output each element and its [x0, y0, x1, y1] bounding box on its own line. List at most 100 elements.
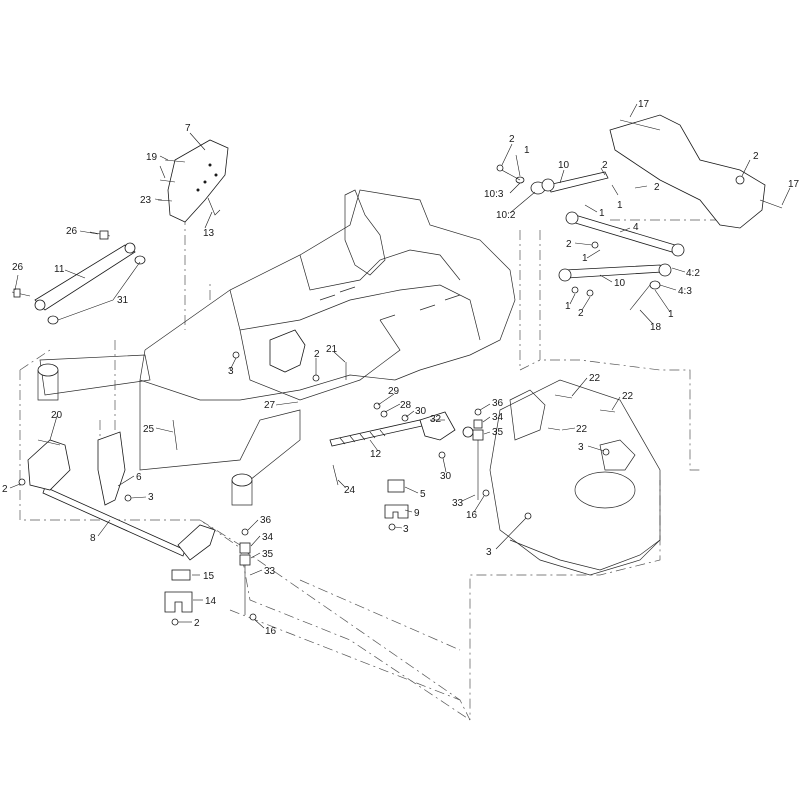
callout-35-a: 35	[492, 427, 504, 438]
callout-12: 12	[370, 449, 382, 460]
part-7-hole-3	[203, 180, 207, 184]
part-2-nut-a	[496, 164, 504, 172]
phantom-frame-right	[519, 230, 700, 471]
callout-14: 14	[205, 596, 217, 607]
callout-1-d: 1	[582, 253, 588, 264]
callout-8: 8	[90, 533, 96, 544]
part-14-clamp	[164, 591, 193, 613]
frame-slots	[319, 286, 461, 321]
callout-10-b: 10	[614, 278, 626, 289]
callout-10-2: 10:2	[496, 210, 516, 221]
callout-4-2: 4:2	[686, 268, 700, 279]
part-32-bushing	[462, 426, 474, 438]
leader-3c	[130, 496, 147, 499]
leader-6	[117, 475, 135, 487]
callout-24: 24	[344, 485, 356, 496]
callout-9: 9	[414, 508, 420, 519]
phantom-frame-left	[19, 215, 211, 371]
part-10-upper-link	[547, 171, 609, 193]
part-24-pin	[332, 464, 339, 486]
callout-17-a: 17	[638, 99, 650, 110]
leader-9	[404, 509, 413, 513]
leader-4	[619, 227, 631, 233]
leader-3a	[229, 357, 237, 371]
part-20-bracket	[27, 439, 71, 491]
part-9-clamp	[384, 504, 409, 519]
leader-16a	[473, 495, 485, 513]
part-20-bolt	[37, 439, 61, 446]
deck-outline	[489, 379, 661, 576]
part-27-bolt	[282, 401, 299, 405]
part-10-3-bushing	[541, 178, 555, 192]
part-16-nut-left	[249, 613, 257, 621]
callout-15: 15	[203, 571, 215, 582]
frame-tube-end-left	[37, 363, 59, 377]
callout-17-b: 17	[788, 179, 800, 190]
leader-25	[155, 427, 174, 433]
phantom-outlines	[19, 194, 761, 721]
part-4-arm	[571, 214, 676, 253]
leader-36a	[479, 403, 491, 411]
frame-tube-end-front	[231, 473, 253, 487]
callout-16-a: 16	[466, 510, 478, 521]
leader-27	[275, 403, 284, 406]
callout-36-b: 36	[260, 515, 272, 526]
callout-27: 27	[264, 400, 276, 411]
callout-33-b: 33	[264, 566, 276, 577]
part-4-2-bushing	[658, 263, 672, 277]
part-8-rod	[42, 486, 186, 557]
callout-3-e: 3	[486, 547, 492, 558]
part-2-nut-d	[735, 175, 745, 185]
callout-1-f: 1	[668, 309, 674, 320]
part-7-hole-2	[214, 173, 218, 177]
leader-17b	[781, 187, 791, 206]
main-frame	[37, 189, 516, 506]
part-26-head-left	[13, 288, 21, 298]
leader-33b	[249, 569, 263, 576]
part-35-block-left	[239, 554, 251, 566]
leader-12	[369, 439, 379, 452]
part-12-spline	[339, 429, 386, 445]
leader-29	[377, 393, 395, 406]
callout-26-left: 26	[12, 262, 24, 273]
leader-2c	[634, 185, 648, 189]
callout-22-a: 22	[589, 373, 601, 384]
callout-2-e: 2	[566, 239, 572, 250]
leader-4-2	[671, 267, 686, 273]
leader-35b	[250, 552, 261, 559]
callout-1-b: 1	[617, 200, 623, 211]
frame-outline-top	[144, 189, 516, 381]
part-35-block-right	[472, 429, 484, 441]
leader-1f	[654, 289, 671, 313]
part-25-pin	[172, 419, 178, 451]
leader-1b	[611, 184, 619, 196]
part-5-block	[387, 479, 405, 493]
part-10-bushing-left	[558, 268, 572, 282]
callout-labels: 7 19 23 13 26 26 11 31 2 1 10 10:3 10:2 …	[2, 99, 800, 637]
leader-2f	[581, 296, 591, 311]
part-6-arm	[97, 431, 126, 506]
part-22-bolt-a	[554, 394, 573, 399]
frame-front-plate	[139, 380, 301, 481]
part-7-hole	[208, 163, 212, 167]
part-11-end-right	[124, 242, 136, 254]
part-4-bushing-right	[671, 243, 685, 257]
callout-2-i: 2	[194, 618, 200, 629]
leader-13	[204, 211, 213, 229]
part-31-washer-a	[134, 255, 146, 265]
callout-3-d: 3	[403, 524, 409, 535]
phantom-deck-line	[199, 519, 471, 721]
frame-inner-rail	[229, 284, 481, 341]
part-2-nut-g	[312, 374, 320, 382]
part-34-bush-right	[473, 419, 483, 429]
leader-36b	[247, 519, 259, 531]
callout-26-upper: 26	[66, 226, 78, 237]
callout-1-e: 1	[565, 301, 571, 312]
leader-1a	[515, 154, 521, 177]
part-18-bolt	[629, 284, 651, 311]
leader-lines	[9, 103, 791, 629]
part-19-bolt	[164, 159, 186, 163]
callout-22-c: 22	[576, 424, 588, 435]
frame-crossmember	[39, 354, 151, 396]
part-3-nut-a	[232, 351, 240, 359]
